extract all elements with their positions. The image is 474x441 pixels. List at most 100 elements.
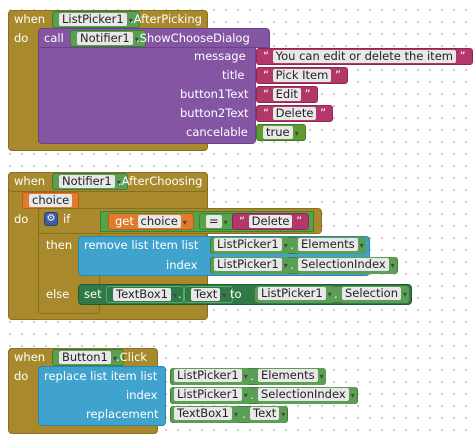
delete-string-block[interactable]: “ Delete ” (232, 213, 310, 230)
open-quote: “ (263, 49, 269, 63)
operator: = (206, 215, 222, 228)
parameter-name: choice (29, 194, 73, 207)
dot-label: . (250, 388, 254, 402)
component-name: ListPicker1 (214, 258, 282, 271)
param-cancelable-label: cancelable (186, 125, 248, 139)
text-property-dropdown[interactable]: Text▾ (184, 286, 234, 303)
notifier1-dropdown[interactable]: Notifier1▾ (52, 173, 128, 190)
choice-parameter[interactable]: choice (22, 192, 80, 209)
property-name: SelectionIndex (298, 258, 389, 271)
title-text[interactable]: Pick Item (272, 69, 332, 82)
selection-property-dropdown[interactable]: Selection▾ (340, 286, 410, 303)
do-label: do (14, 369, 29, 383)
component-name: ListPicker1 (214, 238, 282, 251)
chevron-down-icon: ▾ (128, 16, 133, 25)
when-label: when (14, 350, 46, 364)
chevron-down-icon: ▾ (116, 178, 121, 187)
text-property-dropdown[interactable]: Text▾ (248, 406, 288, 423)
param-message-label: message (194, 49, 246, 63)
selectionindex-property-dropdown[interactable]: SelectionIndex▾ (296, 257, 397, 274)
dot-label: . (290, 238, 294, 252)
gear-icon[interactable]: ⚙ (44, 212, 58, 226)
compare-text[interactable]: Delete (248, 215, 293, 228)
open-quote: “ (239, 214, 245, 228)
dot-label: . (334, 287, 338, 301)
textbox1-dropdown[interactable]: TextBox1▾ (106, 286, 184, 303)
elements-property-dropdown[interactable]: Elements▾ (296, 237, 366, 254)
chevron-down-icon: ▾ (390, 261, 395, 270)
component-name: ListPicker1 (258, 287, 326, 300)
chevron-down-icon: ▾ (134, 35, 139, 44)
chevron-down-icon: ▾ (281, 410, 286, 419)
if-label: if (63, 212, 71, 226)
listpicker1-dropdown[interactable]: ListPicker1▾ (256, 286, 334, 303)
title-string-block[interactable]: “ Pick Item ” (256, 67, 348, 84)
dot-label: . (250, 369, 254, 383)
component-name: Notifier1 (77, 32, 133, 45)
property-name: Selection (342, 287, 401, 300)
chevron-down-icon: ▾ (283, 241, 288, 250)
dot-label: . (242, 407, 246, 421)
button1-string-block[interactable]: “ Edit ” (256, 86, 318, 103)
listpicker1-dropdown[interactable]: ListPicker1▾ (212, 257, 290, 274)
listpicker1-dropdown[interactable]: ListPicker1▾ (172, 368, 250, 385)
replace-list-item-block[interactable] (38, 366, 166, 426)
message-text[interactable]: You can edit or delete the item (272, 50, 456, 63)
component-name: Button1 (59, 351, 111, 364)
button1-dropdown[interactable]: Button1▾ (52, 349, 124, 366)
call-label: call (44, 31, 64, 45)
elements-property-dropdown[interactable]: Elements▾ (256, 368, 326, 385)
listpicker1-dropdown[interactable]: ListPicker1▾ (212, 237, 290, 254)
dot-label: . (290, 258, 294, 272)
replacement-label: replacement (86, 407, 159, 421)
chevron-down-icon: ▾ (233, 410, 238, 419)
method-name: .ShowChooseDialog (136, 31, 250, 45)
compare-operator-dropdown[interactable]: =▾ (199, 213, 235, 230)
when-label: when (14, 12, 46, 26)
message-string-block[interactable]: “ You can edit or delete the item ” (256, 48, 473, 65)
index-label: index (166, 258, 198, 272)
listpicker1-dropdown[interactable]: ListPicker1▾ (52, 11, 140, 28)
button1-text[interactable]: Edit (272, 88, 301, 101)
chevron-down-icon: ▾ (223, 218, 228, 227)
textbox1-dropdown[interactable]: TextBox1▾ (172, 406, 240, 423)
else-label: else (46, 287, 70, 301)
event-name: .Click (116, 350, 148, 364)
property-name: Text (191, 288, 221, 301)
button2-string-block[interactable]: “ Delete ” (256, 105, 334, 122)
chevron-down-icon: ▾ (182, 218, 187, 227)
component-name: ListPicker1 (174, 388, 242, 401)
listpicker1-dropdown[interactable]: ListPicker1▾ (172, 387, 250, 404)
close-quote: ” (459, 49, 466, 63)
event-name: .AfterPicking (130, 12, 202, 26)
close-quote: ” (304, 87, 311, 101)
get-choice-block[interactable]: get choice▾ (108, 213, 194, 230)
button2-text[interactable]: Delete (272, 107, 317, 120)
close-quote: ” (320, 106, 327, 120)
chevron-down-icon: ▾ (294, 129, 299, 138)
remove-list-item-label: remove list item list (84, 238, 199, 252)
set-label: set (84, 287, 102, 301)
chevron-down-icon: ▾ (283, 261, 288, 270)
property-name: SelectionIndex (258, 388, 349, 401)
component-name: ListPicker1 (59, 13, 127, 26)
selectionindex-property-dropdown[interactable]: SelectionIndex▾ (256, 387, 357, 404)
notifier1-dropdown[interactable]: Notifier1▾ (70, 30, 146, 47)
replace-list-item-label: replace list item list (44, 369, 158, 383)
chevron-down-icon: ▾ (350, 391, 355, 400)
to-label: to (230, 287, 242, 301)
true-logic-block[interactable]: true▾ (256, 124, 306, 141)
chevron-down-icon: ▾ (403, 290, 408, 299)
chevron-down-icon: ▾ (222, 291, 227, 300)
chevron-down-icon: ▾ (359, 241, 364, 250)
component-name: TextBox1 (113, 288, 171, 301)
dot-label: . (178, 287, 182, 301)
property-name: Text (250, 407, 280, 420)
component-name: Notifier1 (59, 175, 115, 188)
open-quote: “ (263, 68, 269, 82)
chevron-down-icon: ▾ (243, 372, 248, 381)
chevron-down-icon: ▾ (172, 291, 177, 300)
component-name: ListPicker1 (174, 369, 242, 382)
param-button2-label: button2Text (180, 106, 249, 120)
chevron-down-icon: ▾ (319, 372, 324, 381)
